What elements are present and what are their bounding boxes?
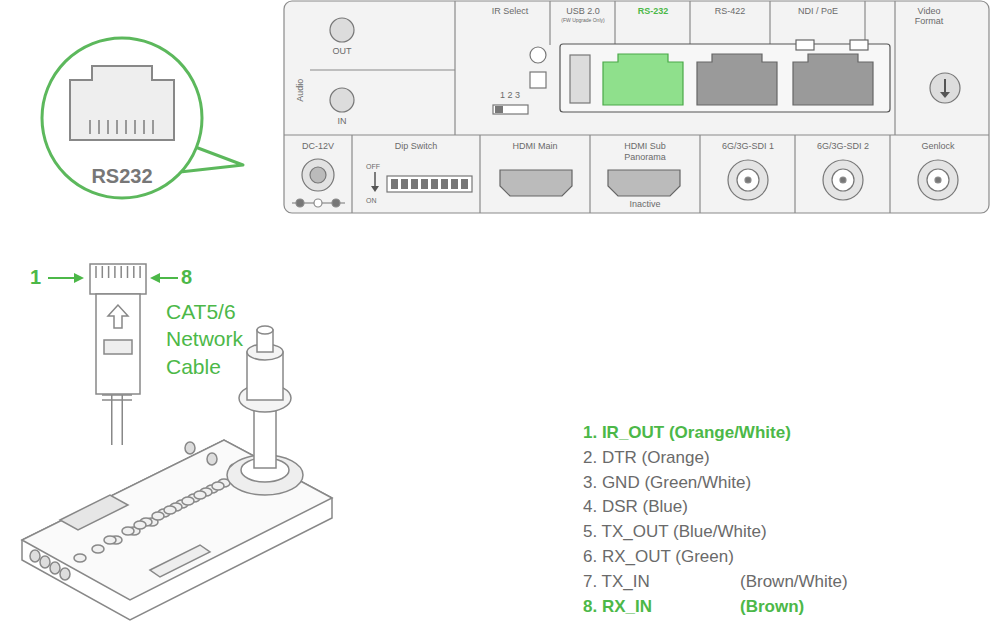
pin-name: 3. GND (Green/White)	[583, 473, 751, 493]
pin-name: 5. TX_OUT (Blue/White)	[583, 522, 767, 542]
pin-name: (Brown)	[740, 597, 804, 617]
port-label: HDMI Main	[512, 141, 557, 151]
port-label: Panorama	[624, 152, 666, 162]
port-label: DC-12V	[302, 141, 334, 151]
callout-bubble	[42, 38, 243, 198]
port-label: OUT	[333, 46, 352, 56]
port-label: Audio	[295, 79, 305, 102]
cable-label: CAT5/6 Network Cable	[166, 298, 296, 380]
port-label: HDMI Sub	[624, 141, 666, 151]
pin-name: (Brown/White)	[740, 572, 848, 592]
port-label: Inactive	[629, 199, 660, 209]
port-label: 6G/3G-SDI 1	[722, 141, 774, 151]
port-label: IR Select	[492, 6, 529, 16]
pin-name: 8. RX_IN	[583, 597, 652, 617]
port-label: USB 2.0	[566, 6, 600, 16]
cable-label: 8	[181, 266, 192, 289]
port-label: OFF	[366, 163, 380, 171]
port-label: 1 2 3	[500, 90, 520, 100]
port-label: Dip Switch	[395, 141, 438, 151]
port-label: 6G/3G-SDI 2	[817, 141, 869, 151]
rear-panel	[284, 1, 989, 213]
port-label: IN	[338, 116, 347, 126]
port-label: Video Format	[904, 6, 954, 27]
pin-name: 1. IR_OUT (Orange/White)	[583, 423, 791, 443]
pin-name: 6. RX_OUT (Green)	[583, 547, 734, 567]
cable-label: 1	[30, 266, 41, 289]
port-label: RS-422	[715, 6, 746, 16]
port-label: ON	[366, 197, 377, 205]
port-label: (FW Upgrade Only)	[561, 18, 604, 24]
callout-circle: RS232	[52, 165, 192, 188]
port-label: RS-232	[638, 6, 669, 16]
pin-name: 7. TX_IN	[583, 572, 650, 592]
pin-name: 4. DSR (Blue)	[583, 497, 688, 517]
network-cable	[90, 264, 146, 445]
pin-arrows	[48, 273, 178, 283]
port-label: NDI / PoE	[798, 6, 838, 16]
port-label: Genlock	[921, 141, 954, 151]
callout-title: RS232	[52, 165, 192, 188]
pin-name: 2. DTR (Orange)	[583, 448, 710, 468]
